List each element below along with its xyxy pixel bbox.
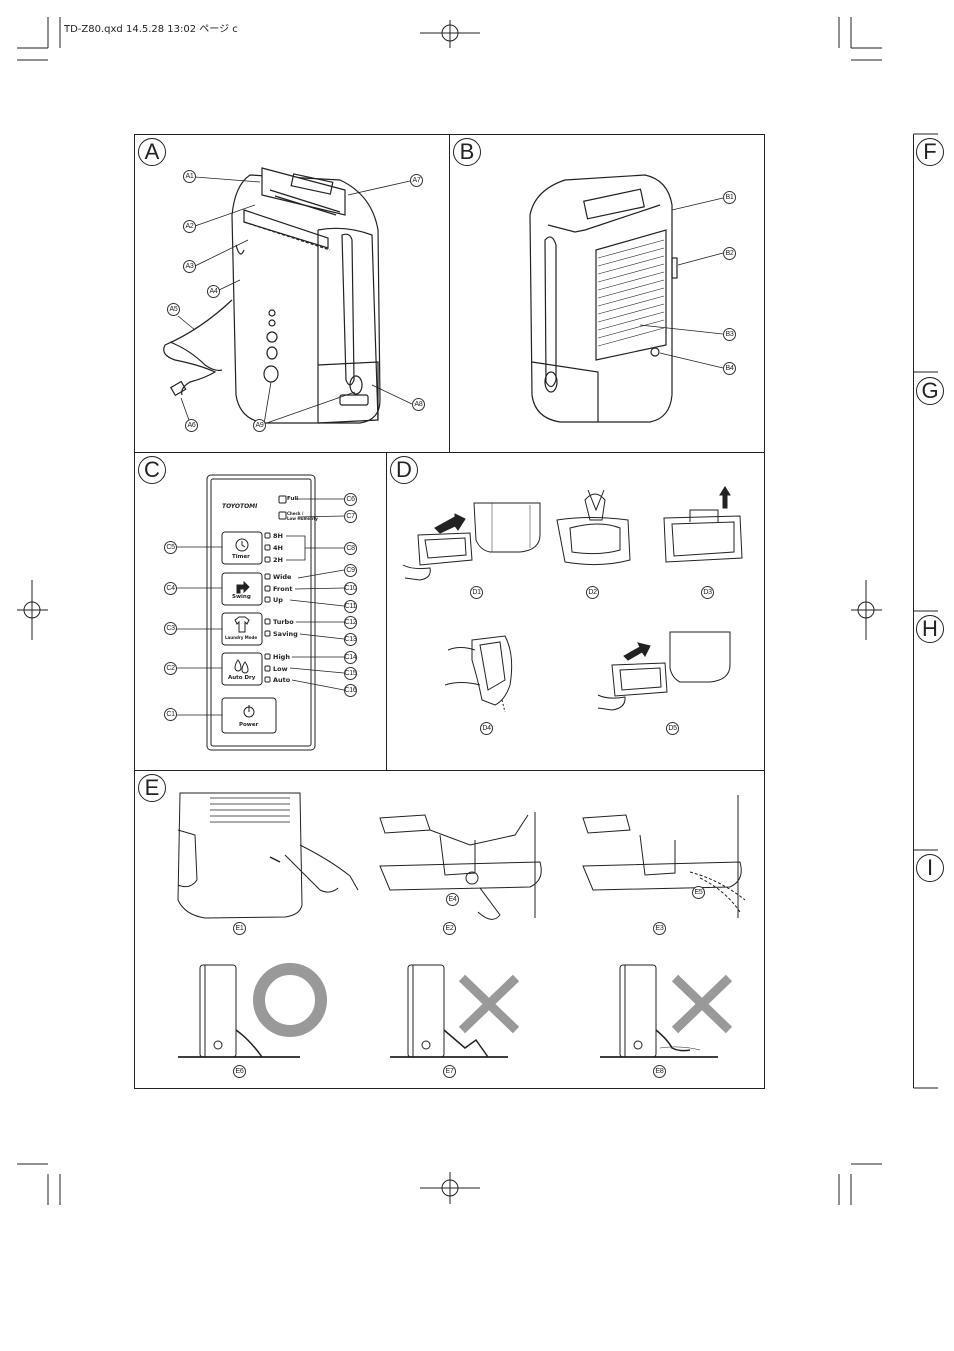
dehumidifier-back-illustration [529, 174, 678, 423]
callout-a4: A4 [207, 285, 220, 298]
timer-2h-label: 2H [273, 556, 283, 564]
callout-a9: A9 [253, 419, 266, 432]
callout-e7: E7 [443, 1065, 456, 1078]
section-label-f: F [916, 138, 944, 166]
swing-up-label: Up [273, 596, 283, 604]
callout-b4: B4 [723, 362, 736, 375]
callout-d4: D4 [480, 722, 493, 735]
timer-8h-label: 8H [273, 532, 283, 540]
check-indicator-label-1: Check / [287, 511, 304, 516]
callout-c4: C4 [164, 582, 177, 595]
callout-c6: C6 [344, 493, 357, 506]
timer-button-label: Timer [232, 554, 250, 560]
crop-marks [17, 17, 882, 1205]
callout-c12: C12 [344, 616, 357, 629]
callout-e5: E5 [692, 886, 705, 899]
callout-d1: D1 [470, 586, 483, 599]
laundry-turbo-label: Turbo [273, 618, 294, 626]
callout-e2: E2 [443, 922, 456, 935]
callout-a7: A7 [410, 174, 423, 187]
indicator-leds [264, 495, 287, 683]
tank-removal-illustrations [402, 486, 743, 713]
file-info-header: TD-Z80.qxd 14.5.28 13:02 ページ c [64, 24, 238, 35]
leader-lines-c [176, 498, 345, 716]
callout-c16: C16 [344, 684, 357, 697]
callout-a3: A3 [183, 260, 196, 273]
callout-c9: C9 [344, 564, 357, 577]
callout-c7: C7 [344, 510, 357, 523]
leader-lines-ab [177, 176, 724, 425]
section-label-g: G [916, 377, 944, 405]
callout-c1: C1 [164, 708, 177, 721]
callout-d5: D5 [666, 722, 679, 735]
callout-c3: C3 [164, 622, 177, 635]
drain-hose-wrong-2 [600, 964, 733, 1058]
drain-hose-correct [178, 963, 327, 1058]
callout-e6: E6 [233, 1065, 246, 1078]
dry-low-label: Low [273, 665, 288, 673]
drain-hose-wrong-1 [390, 964, 520, 1058]
swing-wide-label: Wide [273, 573, 292, 581]
auto-dry-button-label: Auto Dry [228, 675, 256, 681]
check-indicator-label-2: Low Humidity [287, 516, 318, 521]
callout-c2: C2 [164, 662, 177, 675]
callout-b3: B3 [723, 328, 736, 341]
laundry-saving-label: Saving [273, 630, 298, 638]
swing-button-label: Swing [232, 594, 251, 600]
section-label-c: C [138, 456, 166, 484]
full-indicator-label: Full [287, 496, 299, 502]
swing-front-label: Front [273, 585, 293, 593]
dehumidifier-front-illustration [163, 167, 381, 424]
callout-a8: A8 [412, 398, 425, 411]
section-label-e: E [138, 774, 166, 802]
section-label-i: I [916, 854, 944, 882]
callout-c14: C14 [344, 651, 357, 664]
callout-b1: B1 [723, 191, 736, 204]
section-label-b: B [453, 138, 481, 166]
section-label-a: A [138, 138, 166, 166]
section-label-d: D [390, 456, 418, 484]
callout-b2: B2 [723, 247, 736, 260]
callout-e4: E4 [446, 893, 459, 906]
right-tab-strip [913, 133, 938, 1089]
section-label-h: H [916, 615, 944, 643]
power-button-label: Power [239, 722, 259, 728]
control-panel-illustration [176, 474, 345, 751]
callout-a6: A6 [185, 419, 198, 432]
brand-logo: TOYOTOMI [222, 503, 258, 510]
callout-c10: C10 [344, 582, 357, 595]
timer-4h-label: 4H [273, 544, 283, 552]
callout-d2: D2 [586, 586, 599, 599]
dry-auto-label: Auto [273, 676, 291, 684]
callout-e3: E3 [653, 922, 666, 935]
callout-a2: A2 [183, 220, 196, 233]
callout-c11: C11 [344, 600, 357, 613]
laundry-button-label: Laundry Mode [225, 635, 258, 640]
callout-c8: C8 [344, 542, 357, 555]
callout-c15: C15 [344, 667, 357, 680]
callout-a1: A1 [183, 170, 196, 183]
callout-e1: E1 [233, 922, 246, 935]
figure-frame [134, 134, 765, 1089]
callout-a5: A5 [167, 303, 180, 316]
dry-high-label: High [273, 653, 290, 661]
continuous-drain-illustrations [177, 792, 746, 1058]
callout-d3: D3 [701, 586, 714, 599]
callout-c13: C13 [344, 633, 357, 646]
callout-c5: C5 [164, 541, 177, 554]
callout-e8: E8 [653, 1065, 666, 1078]
